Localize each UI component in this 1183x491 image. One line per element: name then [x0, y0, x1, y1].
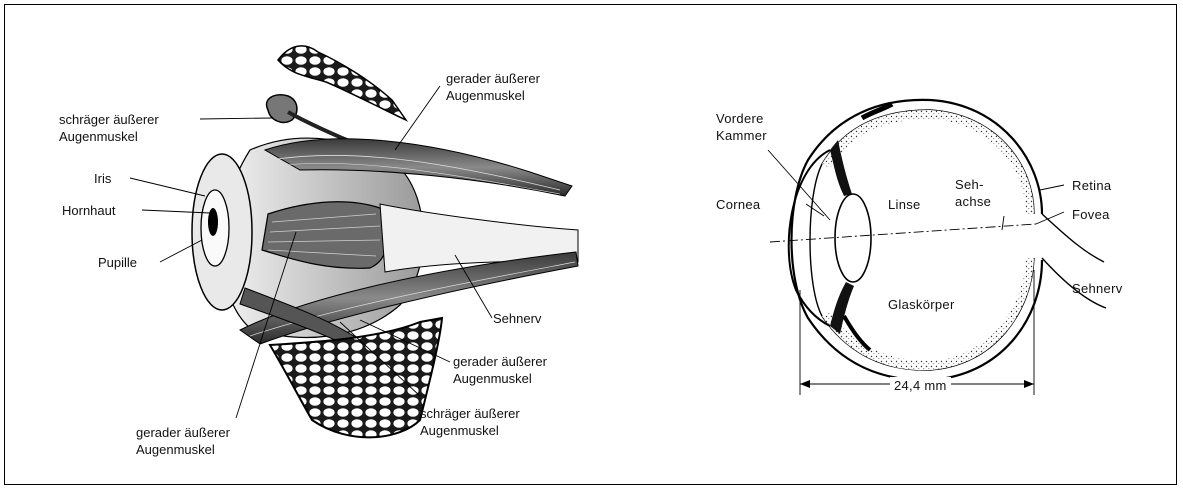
label-sehnerv-right: Sehnerv: [1072, 280, 1123, 297]
label-line: achse: [955, 193, 991, 210]
label-line: Seh-: [955, 176, 991, 193]
label-line: Augenmuskel: [420, 422, 520, 439]
label-straight-right: gerader äußerer Augenmuskel: [453, 353, 547, 387]
label-line: gerader äußerer: [136, 424, 230, 441]
label-line: schräger äußerer: [59, 111, 159, 128]
label-cornea: Cornea: [716, 196, 760, 213]
label-oblique-top: schräger äußerer Augenmuskel: [59, 111, 159, 145]
lens-shape: [835, 194, 871, 282]
label-line: Kammer: [716, 127, 767, 144]
label-sehnerv-left: Sehnerv: [493, 310, 541, 327]
label-hornhaut: Hornhaut: [62, 202, 115, 219]
label-line: Augenmuskel: [453, 370, 547, 387]
label-line: Augenmuskel: [59, 128, 159, 145]
right-eye-schematic: [770, 100, 1106, 395]
pupil-shape: [208, 208, 218, 236]
label-linse: Linse: [888, 196, 921, 213]
label-retina: Retina: [1072, 177, 1111, 194]
label-glaskoerper: Glaskörper: [888, 296, 955, 313]
label-line: Vordere: [716, 110, 767, 127]
label-pupille: Pupille: [98, 254, 137, 271]
label-fovea: Fovea: [1072, 206, 1110, 223]
label-oblique-bottom: schräger äußerer Augenmuskel: [420, 405, 520, 439]
label-straight-top: gerader äußerer Augenmuskel: [446, 70, 540, 104]
label-line: schräger äußerer: [420, 405, 520, 422]
label-line: Augenmuskel: [446, 87, 540, 104]
label-dimension: 24,4 mm: [890, 377, 951, 394]
label-straight-bottom: gerader äußerer Augenmuskel: [136, 424, 230, 458]
label-line: gerader äußerer: [453, 353, 547, 370]
label-line: Augenmuskel: [136, 441, 230, 458]
label-sehachse: Seh- achse: [955, 176, 991, 210]
label-iris: Iris: [94, 170, 111, 187]
label-vordere-kammer: Vordere Kammer: [716, 110, 767, 144]
label-line: gerader äußerer: [446, 70, 540, 87]
